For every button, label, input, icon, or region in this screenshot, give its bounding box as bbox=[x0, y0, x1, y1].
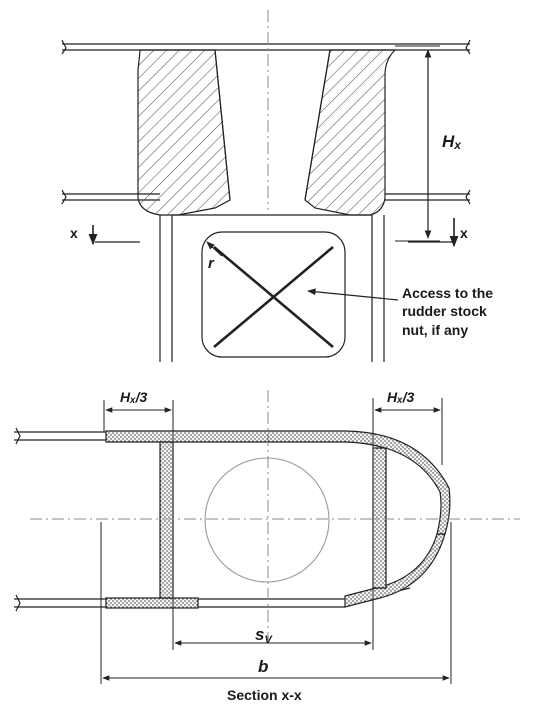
casting-left-hatched bbox=[137, 49, 231, 216]
hx3-left-label: Hₓ/3 bbox=[120, 389, 148, 405]
break-mark-left-bottom bbox=[61, 189, 67, 205]
break-mark-section-top bbox=[15, 427, 21, 445]
radius-arrow bbox=[206, 241, 223, 257]
casting-right-hatched bbox=[304, 49, 397, 216]
access-cross-line-2 bbox=[213, 246, 334, 348]
rudder-stock-circle bbox=[204, 457, 330, 583]
sv-label: sV bbox=[255, 625, 273, 646]
hx-top-label: Hx bbox=[442, 132, 462, 152]
radius-label: r bbox=[208, 255, 215, 272]
shell-plating-bottom-fwd bbox=[105, 597, 199, 609]
access-label-line-2: rudder stock bbox=[402, 303, 487, 319]
top-elevation-view bbox=[61, 39, 471, 362]
break-mark-right-bottom bbox=[465, 189, 471, 205]
section-mark-x-left: x bbox=[70, 225, 78, 241]
section-view bbox=[14, 390, 520, 684]
bore-left-line bbox=[214, 49, 231, 201]
b-label: b bbox=[258, 657, 268, 676]
access-leader-line bbox=[307, 288, 399, 301]
section-caption: Section x-x bbox=[227, 687, 302, 703]
break-mark-section-bottom bbox=[15, 594, 21, 612]
access-label-line-3: nut, if any bbox=[402, 322, 468, 338]
section-mark-x-right: x bbox=[460, 225, 468, 241]
access-label-line-1: Access to the bbox=[402, 285, 493, 301]
web-aft bbox=[372, 447, 387, 589]
hx3-right-label: Hₓ/3 bbox=[387, 389, 415, 405]
break-mark-right-top bbox=[465, 39, 471, 55]
bore-right-line bbox=[304, 49, 331, 201]
web-forward bbox=[159, 441, 174, 599]
break-mark-left-top bbox=[61, 39, 67, 55]
shell-plating-bottom-aft bbox=[344, 533, 446, 608]
